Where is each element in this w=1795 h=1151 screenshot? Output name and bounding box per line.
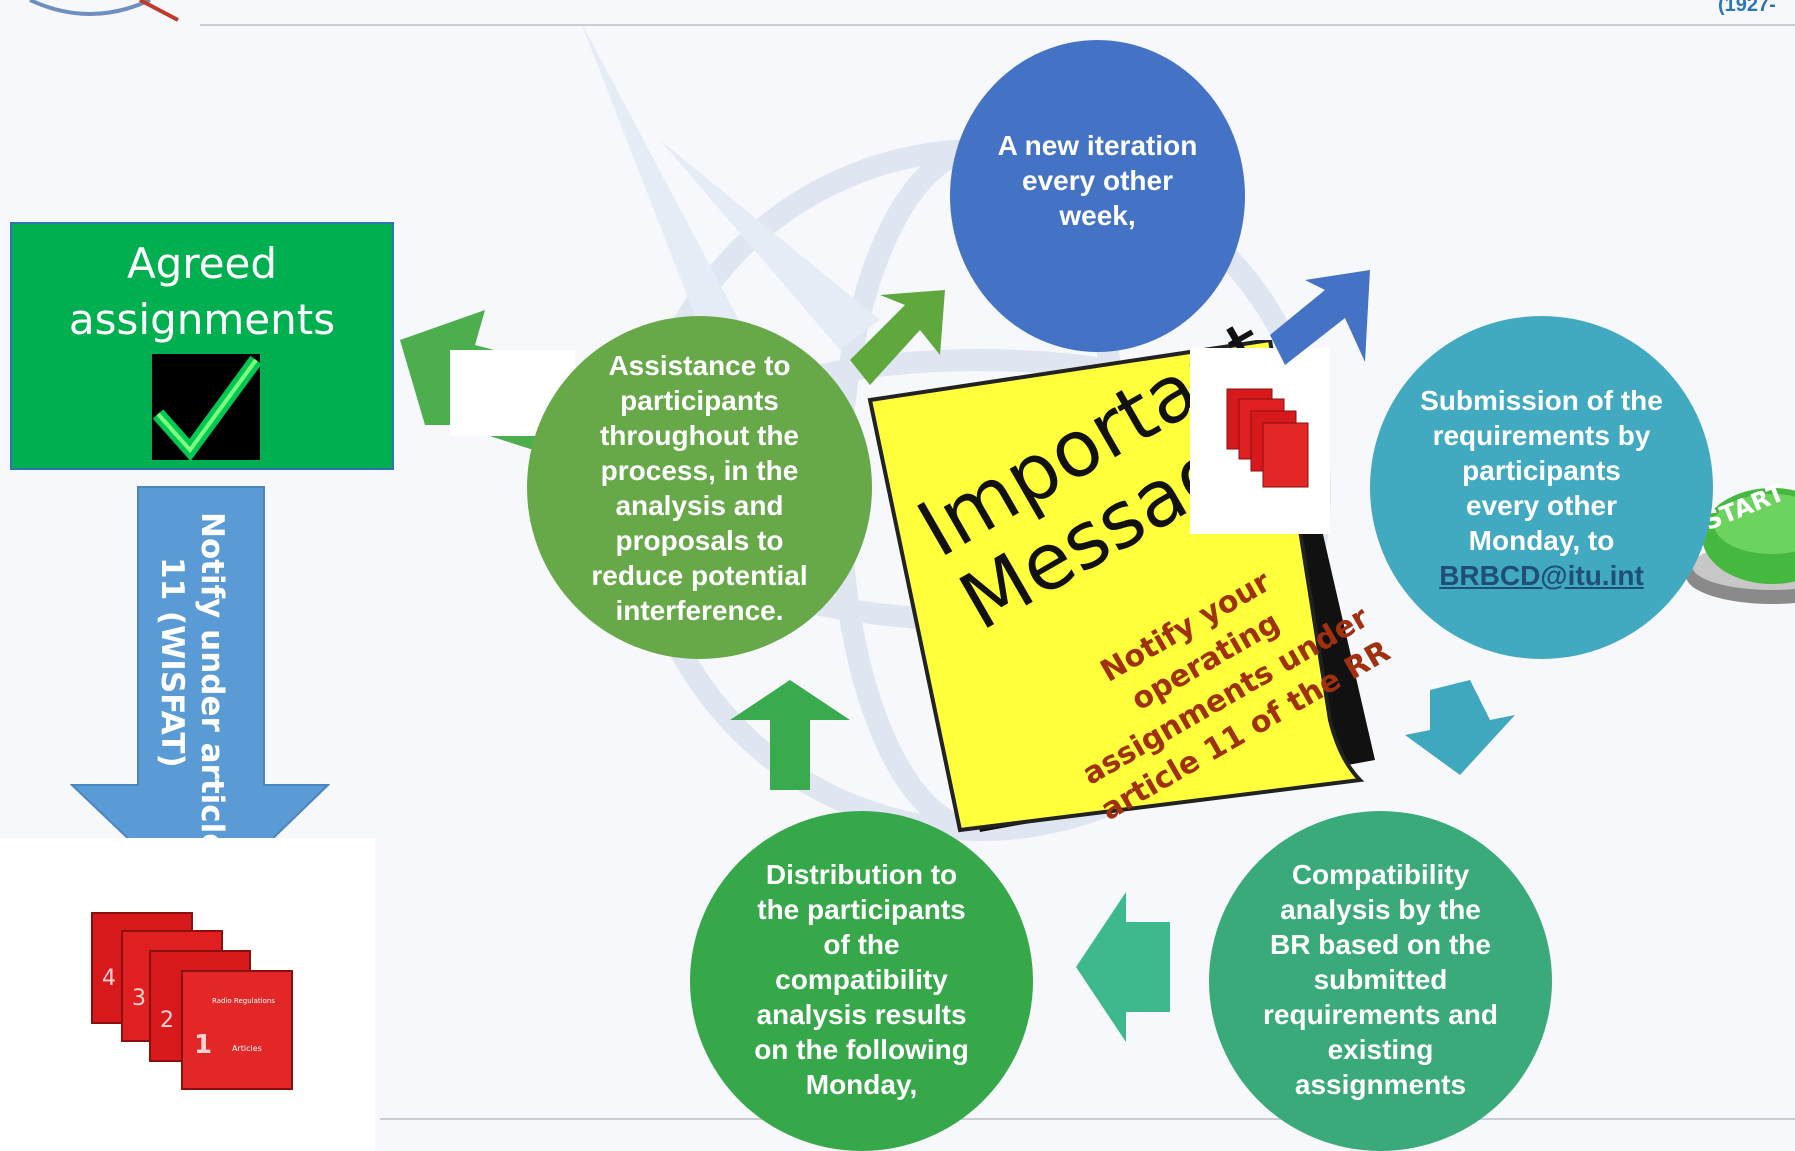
assistance-line: participants bbox=[620, 384, 779, 416]
submission-email-link[interactable]: BRBCD@itu.int bbox=[1439, 559, 1644, 591]
book-label-3: 3 bbox=[132, 986, 146, 1011]
submission-line: participants bbox=[1462, 454, 1621, 486]
checkmark-icon bbox=[152, 354, 262, 462]
distribution-line: Monday, bbox=[805, 1069, 918, 1100]
compatibility-circle: Compatibility analysis by the BR based o… bbox=[1209, 811, 1552, 1151]
compatibility-line: Compatibility bbox=[1291, 859, 1470, 890]
distribution-line: the participants bbox=[757, 894, 966, 925]
assistance-line: process, in the bbox=[600, 454, 799, 486]
compatibility-line: requirements and bbox=[1263, 999, 1498, 1030]
iteration-line: every other bbox=[1022, 165, 1173, 196]
compatibility-line: BR based on the bbox=[1270, 929, 1491, 960]
itu-logo bbox=[29, 0, 179, 22]
distribution-line: Distribution to bbox=[765, 859, 958, 890]
assistance-line: analysis and bbox=[615, 489, 784, 521]
submission-line: requirements by bbox=[1432, 419, 1651, 451]
iteration-line: A new iteration bbox=[997, 130, 1198, 161]
compatibility-line: analysis by the bbox=[1280, 894, 1481, 925]
assistance-circle: Assistance to participants throughout th… bbox=[527, 316, 872, 659]
submission-line: every other bbox=[1466, 489, 1617, 521]
iteration-circle: A new iteration every other week, bbox=[950, 40, 1245, 352]
distribution-line: on the following bbox=[754, 1034, 969, 1065]
book-label-4: 4 bbox=[102, 966, 116, 991]
distribution-line: compatibility bbox=[775, 964, 948, 995]
small-books-icon bbox=[1226, 388, 1309, 488]
corner-label: (1927- bbox=[1718, 0, 1776, 16]
distribution-circle: Distribution to the participants of the … bbox=[690, 811, 1033, 1151]
iteration-line: week, bbox=[1059, 200, 1136, 231]
assistance-line: interference. bbox=[615, 594, 784, 626]
compatibility-line: submitted bbox=[1313, 964, 1448, 995]
assistance-line: throughout the bbox=[599, 419, 800, 451]
distribution-line: analysis results bbox=[756, 999, 967, 1030]
submission-line: Submission of the bbox=[1420, 384, 1663, 416]
assistance-line: proposals to bbox=[615, 524, 784, 556]
submission-line: Monday, to bbox=[1468, 524, 1615, 556]
book-cover-sub: Articles bbox=[232, 1044, 262, 1053]
agreed-assignments-title: Agreed assignments bbox=[68, 239, 336, 344]
radio-regulations-books-icon: 4 3 2 1 Radio Regulations Articles bbox=[91, 912, 293, 1090]
assistance-line: reduce potential bbox=[591, 559, 808, 591]
book-label-2: 2 bbox=[160, 1008, 174, 1033]
distribution-line: of the bbox=[823, 929, 900, 960]
bottom-divider bbox=[380, 1118, 1795, 1120]
notify-arrow-label: Notify under article 11 (WISFAT) bbox=[154, 512, 230, 855]
book-label-1: 1 bbox=[194, 1030, 212, 1060]
compatibility-line: assignments bbox=[1294, 1069, 1467, 1100]
compatibility-line: existing bbox=[1327, 1034, 1434, 1065]
start-button[interactable] bbox=[1686, 484, 1795, 614]
submission-circle: Submission of the requirements by partic… bbox=[1370, 316, 1713, 659]
book-cover-title: Radio Regulations bbox=[212, 997, 275, 1005]
assistance-line: Assistance to bbox=[608, 349, 791, 381]
top-divider bbox=[200, 24, 1795, 26]
agreed-assignments-box: Agreed assignments bbox=[10, 222, 394, 470]
